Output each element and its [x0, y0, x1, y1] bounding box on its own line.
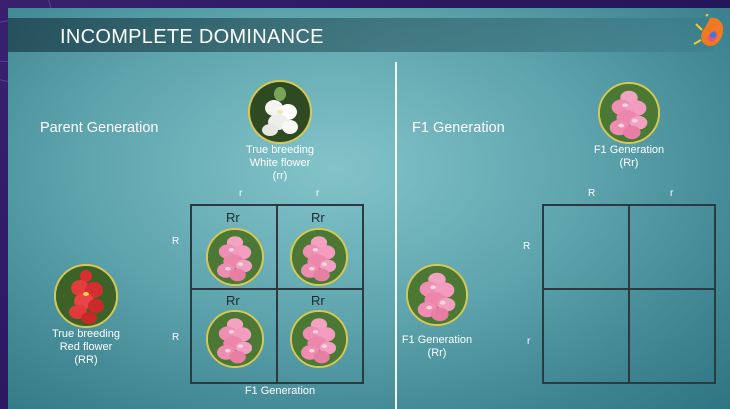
red-flower-label: True breeding Red flower (RR) — [36, 328, 136, 367]
slide-canvas: INCOMPLETE DOMINANCE Parent Generation T… — [8, 8, 730, 409]
parent-side-allele-2: R — [172, 332, 180, 343]
slide-title: INCOMPLETE DOMINANCE — [60, 26, 324, 48]
f1-left-label: F1 Generation (Rr) — [390, 334, 484, 360]
parent-side-allele-1: R — [172, 236, 180, 247]
white-flower-label: True breeding White flower (rr) — [230, 144, 330, 183]
white-flower-label-line2: White flower — [249, 157, 311, 169]
pink-snapdragon-icon — [290, 228, 348, 286]
f1-side-allele-2: r — [527, 336, 531, 347]
f1-left-label-line1: F1 Generation — [401, 334, 473, 346]
red-flower-label-line1: True breeding — [51, 328, 121, 340]
f1-punnett-hline — [542, 288, 716, 290]
parent-top-allele-2: r — [316, 188, 320, 199]
title-bar — [8, 18, 714, 52]
red-flower-label-line3: (RR) — [74, 354, 98, 366]
pink-snapdragon-icon — [290, 310, 348, 368]
pink-snapdragon-icon — [206, 228, 264, 286]
parent-punnett-hline — [190, 288, 364, 290]
f1-side-allele-1: R — [523, 241, 531, 252]
punnett-cell-genotype: Rr — [311, 293, 325, 308]
center-divider — [395, 62, 397, 409]
f1-top-allele-2: r — [670, 188, 674, 199]
presentation-logo-icon — [693, 14, 724, 46]
pink-snapdragon-icon — [598, 82, 660, 144]
white-flower-label-line3: (rr) — [272, 170, 288, 182]
parent-top-allele-1: r — [239, 188, 243, 199]
white-flower-label-line1: True breeding — [245, 144, 315, 156]
pink-snapdragon-icon — [406, 264, 468, 326]
red-flower-label-line2: Red flower — [59, 341, 113, 353]
parent-punnett-vline — [276, 204, 278, 384]
f1-left-label-line2: (Rr) — [427, 347, 447, 359]
f1-generation-heading: F1 Generation — [412, 120, 505, 136]
parent-generation-heading: Parent Generation — [40, 120, 159, 136]
f1-top-label-line1: F1 Generation — [593, 144, 665, 156]
white-snapdragon-icon — [248, 80, 312, 144]
f1-top-label-line2: (Rr) — [619, 157, 639, 169]
red-snapdragon-icon — [54, 264, 118, 328]
punnett-cell-genotype: Rr — [226, 210, 240, 225]
parent-punnett-caption: F1 Generation — [244, 385, 316, 397]
f1-punnett-vline — [628, 204, 630, 384]
f1-top-label: F1 Generation (Rr) — [582, 144, 676, 170]
punnett-cell-genotype: Rr — [311, 210, 325, 225]
f1-top-allele-1: R — [588, 188, 596, 199]
pink-snapdragon-icon — [206, 310, 264, 368]
punnett-cell-genotype: Rr — [226, 293, 240, 308]
